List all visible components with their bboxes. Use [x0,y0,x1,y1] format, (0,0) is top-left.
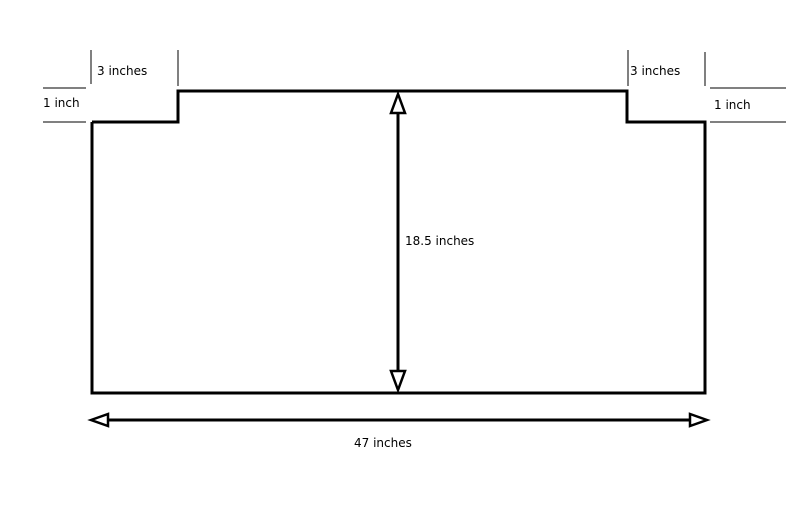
overall-height-label: 18.5 inches [405,234,475,248]
overall-width-label: 47 inches [354,436,412,450]
width-arrow-head-right [688,412,711,428]
top-left-notch-width-label: 3 inches [97,64,148,78]
height-arrow-head-top [389,90,407,115]
right-step-height-label: 1 inch [714,98,751,112]
left-step-height-label: 1 inch [43,96,80,110]
height-arrow-head-bottom [389,369,407,394]
shape-outline [90,89,707,395]
width-arrow-head-left [87,412,110,428]
top-right-notch-width-label: 3 inches [630,64,681,78]
